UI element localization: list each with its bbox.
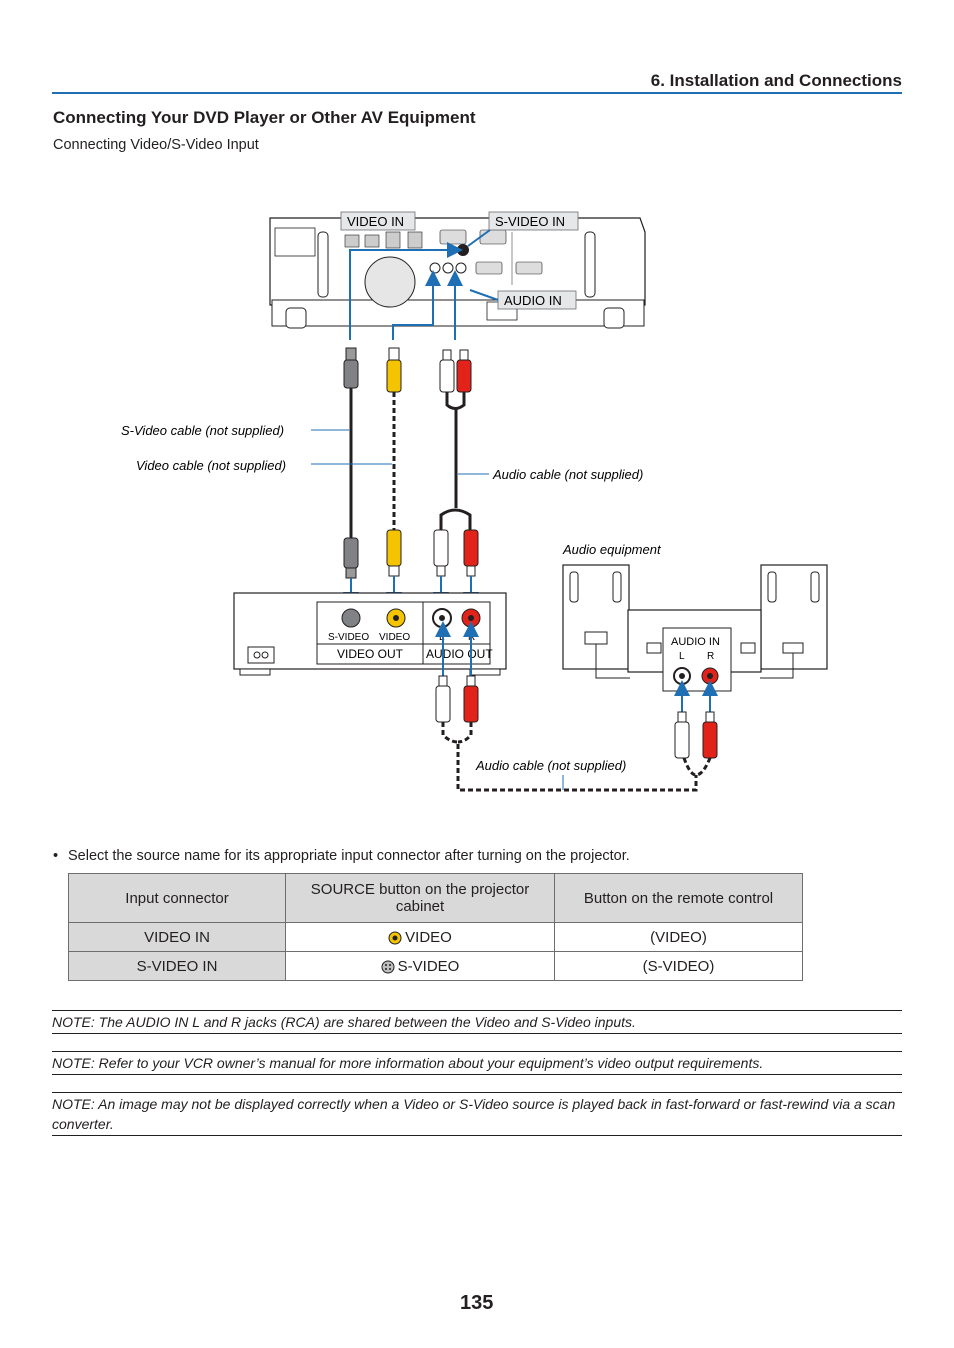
table-cell: VIDEO (285, 922, 555, 952)
svideo-cable-bottom-plug (343, 537, 359, 579)
label-audio-in: AUDIO IN (497, 290, 577, 310)
svg-text:AUDIO IN: AUDIO IN (671, 636, 720, 648)
svg-text:R: R (707, 651, 714, 662)
audio-cable-bottom-plugs (433, 529, 479, 577)
label-svideo-in: S-VIDEO IN (488, 211, 579, 231)
audio-cable-eq-plugs (674, 711, 718, 759)
video-cable-bottom-plug (386, 529, 402, 577)
audio-cable-top-label: Audio cable (not supplied) (492, 467, 643, 482)
svideo-cable-label: S-Video cable (not supplied) (121, 423, 284, 438)
table-cell: (S-VIDEO) (554, 951, 803, 981)
audio-cable-dvd-plugs (435, 675, 479, 723)
svg-text:VIDEO: VIDEO (379, 632, 410, 643)
dvd-player-illustration: S-VIDEO VIDEO L R VIDEO OUT AUDIO OUT (233, 592, 507, 676)
video-jack-icon (388, 931, 402, 944)
audio-equipment-label: Audio equipment (562, 542, 662, 557)
source-label: S-VIDEO (397, 957, 460, 975)
svg-text:S-VIDEO IN: S-VIDEO IN (495, 214, 565, 229)
note-vcr-manual: NOTE: Refer to your VCR owner’s manual f… (52, 1051, 902, 1075)
source-label: VIDEO (405, 928, 452, 946)
table-cell: (VIDEO) (554, 922, 803, 952)
svideo-cable-top-plug (343, 347, 359, 389)
label-video-in: VIDEO IN (340, 211, 416, 231)
dvd-audio-out-arrows (435, 621, 479, 676)
table-row: S-VIDEO IN S-VIDEO (S-VIDEO) (68, 951, 803, 981)
projector-illustration (269, 217, 646, 329)
svg-text:S-VIDEO: S-VIDEO (328, 632, 369, 643)
video-cable-top-plug (386, 347, 402, 393)
table-header: Input connector (68, 873, 286, 923)
svg-text:AUDIO IN: AUDIO IN (504, 293, 562, 308)
audio-cable-top-plugs (439, 349, 472, 393)
note-scan-converter: NOTE: An image may not be displayed corr… (52, 1092, 902, 1136)
page-subtitle: Connecting Video/S-Video Input (53, 137, 259, 153)
svg-text:VIDEO OUT: VIDEO OUT (337, 647, 404, 661)
projector-arrows (349, 229, 499, 340)
instruction-text: Select the source name for its appropria… (68, 848, 630, 864)
connection-diagram: VIDEO IN S-VIDEO IN AUDIO IN (121, 211, 828, 792)
table-header-row: Input connector SOURCE button on the pro… (68, 873, 803, 923)
svg-text:VIDEO IN: VIDEO IN (347, 214, 404, 229)
table-row: VIDEO IN VIDEO (VIDEO) (68, 922, 803, 952)
page-number: 135 (460, 1292, 494, 1314)
video-cable-label: Video cable (not supplied) (136, 458, 286, 473)
source-table: Input connector SOURCE button on the pro… (68, 873, 803, 981)
table-header: Button on the remote control (554, 873, 803, 923)
section-title: 6. Installation and Connections (650, 71, 902, 90)
table-cell: VIDEO IN (68, 922, 286, 952)
svg-text:L: L (679, 651, 685, 662)
note-audio-in: NOTE: The AUDIO IN L and R jacks (RCA) a… (52, 1010, 902, 1034)
audio-equipment-illustration: AUDIO IN L R (562, 564, 828, 692)
table-header: SOURCE button on the projector cabinet (285, 873, 555, 923)
page-title: Connecting Your DVD Player or Other AV E… (53, 108, 476, 127)
bullet-dot: • (53, 848, 59, 864)
table-cell: S-VIDEO IN (68, 951, 286, 981)
audio-eq-arrows (674, 680, 718, 712)
table-cell: S-VIDEO (285, 951, 555, 981)
section-header: 6. Installation and Connections (52, 70, 902, 94)
svideo-jack-icon (381, 960, 395, 973)
svg-text:AUDIO OUT: AUDIO OUT (426, 647, 493, 661)
audio-cable-bottom-label: Audio cable (not supplied) (475, 758, 626, 773)
